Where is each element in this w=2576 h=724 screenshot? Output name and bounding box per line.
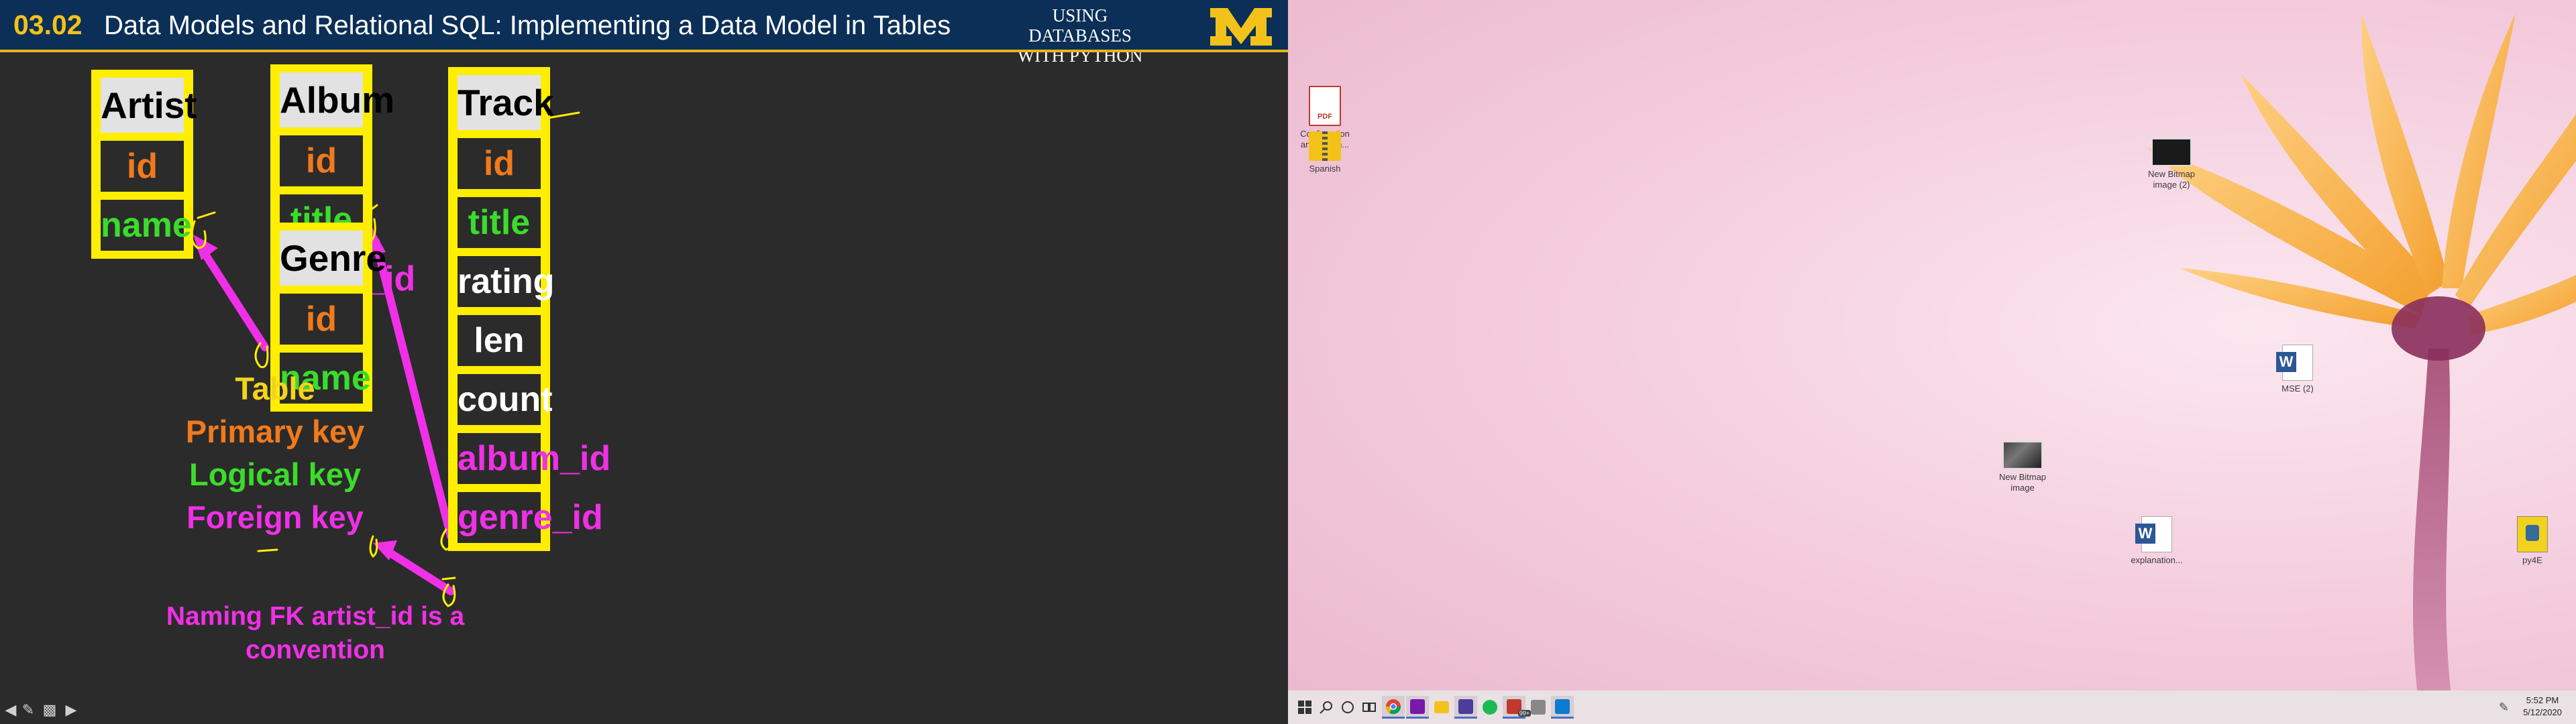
notification-badge: 99+	[1517, 710, 1531, 717]
slide-number: 03.02	[13, 9, 83, 40]
taskbar: 99+ ✎ 5:52 PM 5/12/2020	[1288, 690, 2576, 724]
clock-time: 5:52 PM	[2526, 695, 2559, 705]
legend-primary-key: Primary key	[185, 414, 365, 449]
genre-table: Genre id name	[270, 223, 386, 412]
cortana-icon[interactable]	[1336, 696, 1359, 719]
desktop-icon-mse[interactable]: MSE (2)	[2261, 345, 2334, 394]
vscode-icon[interactable]	[1551, 696, 1574, 719]
table-header: Artist	[101, 78, 197, 133]
color-legend: Table Primary key Logical key Foreign ke…	[154, 367, 396, 539]
desktop-icon-label: explanation...	[2131, 555, 2183, 565]
desktop-icon-label: Spanish	[1309, 164, 1341, 174]
chrome-icon[interactable]	[1382, 696, 1405, 719]
course-title: USING DATABASES WITH PYTHON	[1000, 5, 1161, 66]
desktop: Confirmation and inform... Spanish New B…	[1288, 0, 2576, 724]
slides-icon[interactable]: ▩	[42, 701, 57, 718]
flower-wallpaper	[2147, 13, 2576, 724]
pdf-icon	[1309, 86, 1341, 126]
genre-fk-arrow	[381, 546, 455, 595]
logical-key-field: title	[458, 197, 541, 248]
foreign-key-field: album_id	[458, 433, 610, 484]
table-header: Genre	[280, 231, 386, 286]
course-title-line1: USING DATABASES	[1028, 5, 1132, 46]
slide-header: 03.02 Data Models and Relational SQL: Im…	[0, 0, 1288, 66]
slide-title: Data Models and Relational SQL: Implemen…	[104, 11, 951, 40]
artist-table: Artist id name	[91, 70, 197, 259]
data-field: len	[458, 315, 541, 366]
desktop-icon-explanation[interactable]: explanation...	[2120, 516, 2194, 566]
desktop-icon-label: MSE (2)	[2282, 383, 2314, 394]
back-arrow-icon[interactable]: ◀	[5, 701, 17, 718]
spotify-icon[interactable]	[1479, 696, 1501, 719]
lecture-slide: 03.02 Data Models and Relational SQL: Im…	[0, 0, 1288, 724]
arrowhead	[373, 540, 397, 560]
naming-note: Naming FK artist_id is a convention	[148, 600, 483, 667]
clock[interactable]: 5:52 PM 5/12/2020	[2516, 695, 2569, 719]
university-logo-icon	[1210, 8, 1272, 46]
zip-folder-icon	[1309, 131, 1341, 161]
desktop-icon-label: New Bitmap image	[1998, 472, 2047, 493]
primary-key-field: id	[458, 138, 541, 189]
desktop-icon-spanish[interactable]: Spanish	[1288, 131, 1362, 174]
primary-key-field: id	[280, 294, 363, 345]
desktop-icon-label: py4E	[2522, 555, 2542, 565]
desktop-icon-bitmap[interactable]: New Bitmap image	[1986, 441, 2059, 493]
artist-fk-arrow	[197, 244, 269, 351]
arrowhead	[193, 235, 218, 260]
primary-key-field: id	[101, 141, 184, 192]
logical-key-field: name	[101, 200, 192, 251]
search-icon[interactable]	[1315, 696, 1338, 719]
desktop-icon-bitmap-2[interactable]: New Bitmap image (2)	[2135, 138, 2208, 190]
onenote-icon[interactable]	[1406, 696, 1429, 719]
legend-logical-key: Logical key	[189, 457, 361, 492]
pen-tray-icon[interactable]: ✎	[2498, 701, 2509, 714]
pen-icon[interactable]: ✎	[21, 701, 35, 718]
course-title-line2: WITH PYTHON	[1017, 46, 1143, 66]
clock-date: 5/12/2020	[2523, 707, 2562, 717]
logical-key-field: name	[280, 353, 371, 404]
mail-icon[interactable]: 99+	[1503, 696, 1531, 719]
word-doc-icon	[2276, 345, 2313, 381]
primary-key-field: id	[280, 135, 363, 186]
forward-arrow-icon[interactable]: ▶	[65, 701, 77, 718]
windows-start-icon[interactable]	[1293, 696, 1316, 719]
task-view-icon[interactable]	[1358, 696, 1381, 719]
file-explorer-icon[interactable]	[1430, 696, 1453, 719]
album-fk-arrow	[372, 237, 455, 540]
archive-icon[interactable]	[1527, 696, 1550, 719]
table-header: Album	[280, 72, 394, 127]
foreign-key-field: genre_id	[458, 492, 603, 543]
desktop-icon-py4e[interactable]: py4E	[2496, 516, 2569, 566]
data-field: count	[458, 374, 553, 425]
video-app-icon[interactable]	[1454, 696, 1477, 719]
legend-table: Table	[235, 371, 315, 406]
track-table: Track id title rating len count album_id…	[448, 67, 610, 551]
bitmap-icon	[2151, 138, 2192, 166]
note-line1: Naming FK artist_id is a	[166, 602, 465, 631]
data-field: rating	[458, 256, 554, 307]
legend-foreign-key: Foreign key	[186, 499, 364, 535]
desktop-icon-label: New Bitmap image (2)	[2147, 169, 2196, 190]
python-file-icon	[2517, 516, 2548, 552]
bitmap-icon	[2002, 441, 2043, 469]
note-line2: convention	[245, 636, 385, 664]
table-header: Track	[458, 75, 554, 130]
word-doc-icon	[2135, 516, 2172, 552]
